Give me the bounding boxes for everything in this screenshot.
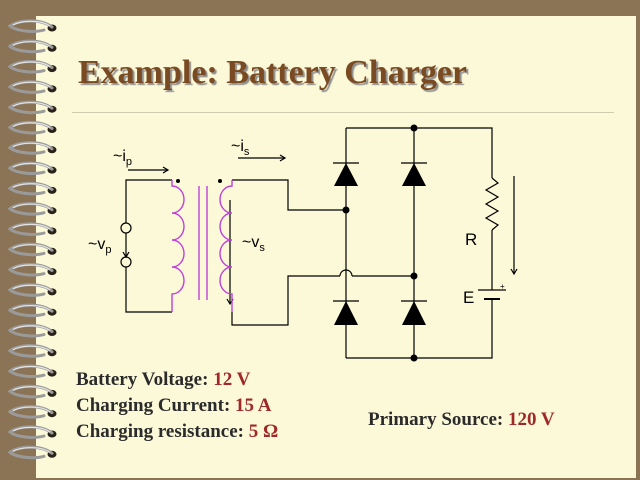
primary-source-line: Primary Source: 120 V xyxy=(368,409,555,431)
secondary-voltage-label: ~vs xyxy=(242,234,265,254)
binding-ring xyxy=(7,344,57,358)
resistor-label: R xyxy=(465,230,478,249)
binding-ring xyxy=(7,384,57,399)
slide-title: Example: Battery Charger xyxy=(78,54,468,91)
junction-dot xyxy=(410,354,418,362)
junction-dot xyxy=(342,206,350,214)
diode-top-left xyxy=(334,163,358,186)
binding-ring xyxy=(7,303,57,318)
charging-current-label: Charging Current: xyxy=(76,395,231,416)
battery-label: E xyxy=(463,288,475,307)
binding-ring xyxy=(7,445,57,460)
binding-ring xyxy=(7,161,57,175)
binding-ring xyxy=(7,242,57,257)
bridge-rail-top xyxy=(346,127,493,178)
primary-wire-lower xyxy=(125,262,172,313)
primary-source-label: Primary Source: xyxy=(368,409,504,430)
binding-ring xyxy=(7,323,57,338)
secondary-winding xyxy=(219,180,233,312)
binding-ring xyxy=(7,120,57,135)
primary-source-value: 120 V xyxy=(508,409,555,430)
primary-terminal-bottom xyxy=(120,256,132,268)
battery-voltage-line: Battery Voltage: 12 V xyxy=(76,369,250,391)
primary-current-label: ~ip xyxy=(113,148,133,168)
resistor xyxy=(484,177,500,231)
binding-ring xyxy=(7,80,57,94)
binding-ring xyxy=(7,222,57,236)
secondary-current-label: ~is xyxy=(231,138,250,158)
binding-ring xyxy=(7,59,57,74)
charging-current-value: 15 A xyxy=(235,395,272,416)
binding-ring xyxy=(7,425,57,439)
junction-dot xyxy=(410,272,418,280)
battery-voltage-label: Battery Voltage: xyxy=(76,369,209,390)
binding-ring xyxy=(7,39,57,54)
charging-resistance-line: Charging resistance: 5 Ω xyxy=(76,421,278,443)
bridge-rail-bottom xyxy=(346,305,493,359)
binding-ring xyxy=(7,262,57,277)
primary-wire xyxy=(125,179,172,228)
polarity-dot xyxy=(218,179,222,183)
battery-voltage-value: 12 V xyxy=(213,369,251,390)
charging-current-line: Charging Current: 15 A xyxy=(76,395,271,417)
binding-ring xyxy=(7,181,57,196)
polarity-dot xyxy=(176,179,180,183)
primary-winding xyxy=(171,180,185,312)
binding-ring xyxy=(7,202,57,216)
binding-ring xyxy=(7,19,57,33)
binding-ring xyxy=(7,405,57,419)
charging-resistance-label: Charging resistance: xyxy=(76,421,244,442)
diode-top-right xyxy=(402,163,426,186)
diode-bottom-left xyxy=(334,301,358,325)
battery-plus-label: + xyxy=(500,282,505,291)
charging-resistance-value: 5 Ω xyxy=(248,421,279,442)
primary-voltage-label: ~vp xyxy=(88,236,112,256)
binding-ring xyxy=(7,100,57,115)
title-divider xyxy=(72,112,614,113)
secondary-wire-bottom xyxy=(231,275,340,326)
secondary-wire-top xyxy=(232,179,346,211)
primary-terminal-top xyxy=(120,222,132,234)
spiral-binding xyxy=(7,19,57,460)
binding-ring xyxy=(7,141,57,155)
binding-ring xyxy=(7,364,57,378)
diode-bottom-right xyxy=(402,301,426,325)
slide-background xyxy=(36,16,636,478)
binding-ring xyxy=(7,283,57,297)
junction-dot xyxy=(410,124,418,132)
